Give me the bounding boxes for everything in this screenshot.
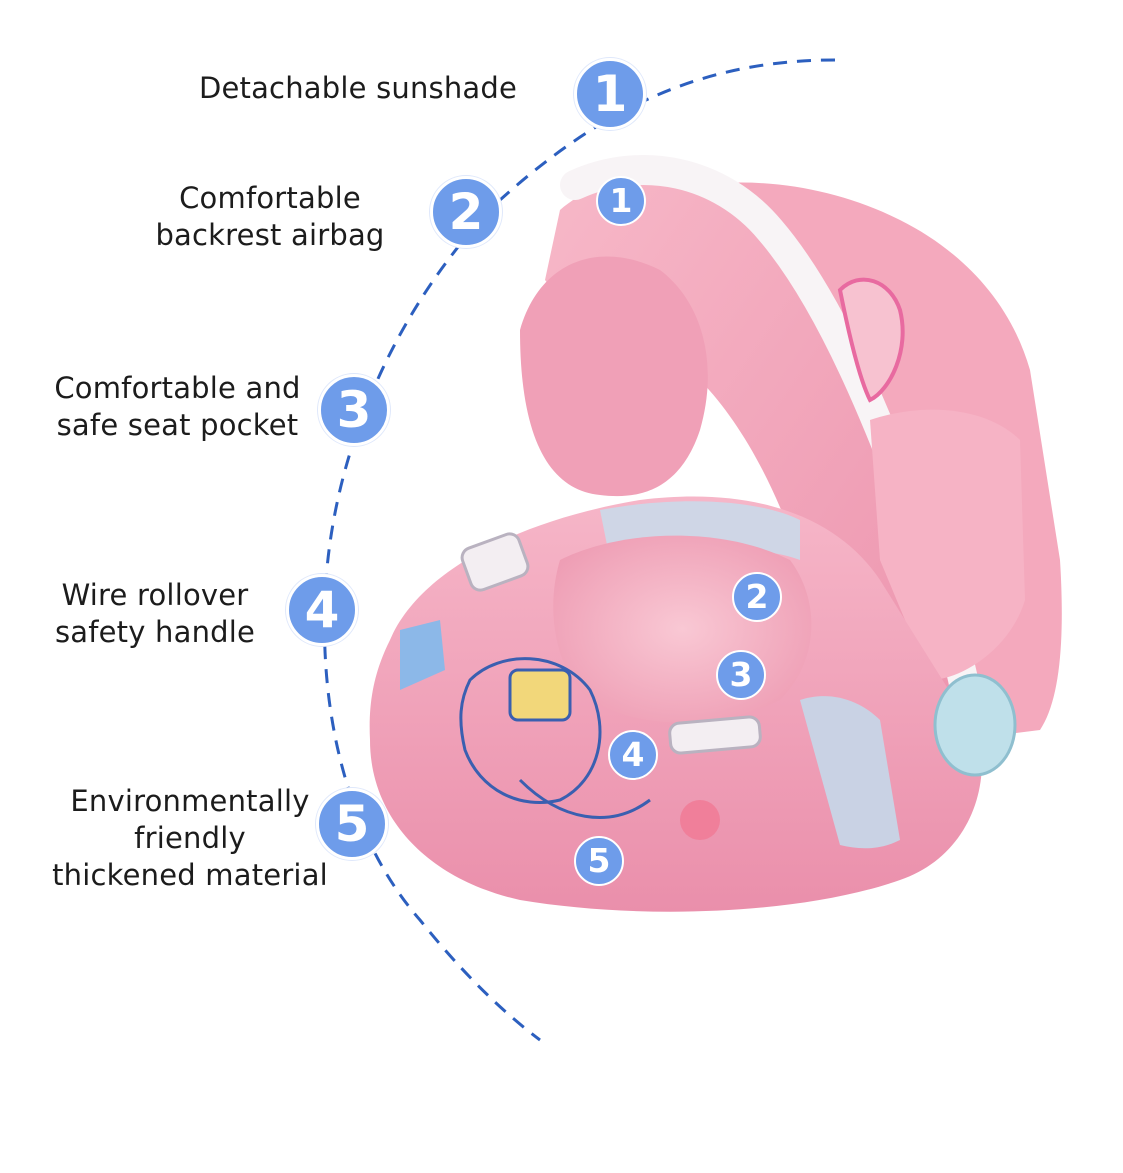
feature-4-line-2: safety handle [54,615,256,649]
feature-label-1: Detachable sunshade [178,70,538,107]
left-handle [460,532,530,592]
valve-knob [933,673,1017,777]
feature-badge-1: 1 [574,58,646,130]
feature-badge-5: 5 [316,788,388,860]
feature-badge-4: 4 [286,574,358,646]
canopy-hood [520,256,708,497]
right-handle [668,715,762,755]
cartoon-decoration [459,657,651,819]
product-marker-4: 4 [608,730,658,780]
product-marker-5: 5 [574,836,624,886]
feature-3-line-1: Comfortable and [54,371,301,405]
feature-4-line-1: Wire rollover [61,578,249,612]
feature-2-line-1: Comfortable [179,181,361,215]
feature-5-line-1: Environmentally [70,784,310,818]
feature-label-3: Comfortable and safe seat pocket [40,370,315,444]
feature-badge-3: 3 [318,374,390,446]
feature-label-2: Comfortable backrest airbag [140,180,400,254]
product-marker-1: 1 [596,176,646,226]
product-marker-2: 2 [732,572,782,622]
feature-2-line-2: backrest airbag [155,218,385,252]
feature-label-4: Wire rollover safety handle [40,577,270,651]
feature-1-line-1: Detachable sunshade [198,71,518,105]
feature-3-line-2: safe seat pocket [56,408,299,442]
dashed-arc [323,58,836,1042]
backrest [870,409,1025,680]
feature-label-5: Environmentally friendly thickened mater… [40,783,340,894]
feature-badge-2: 2 [430,176,502,248]
feature-5-line-2: friendly [134,821,246,855]
product-marker-3: 3 [716,650,766,700]
feature-5-line-3: thickened material [52,858,328,892]
